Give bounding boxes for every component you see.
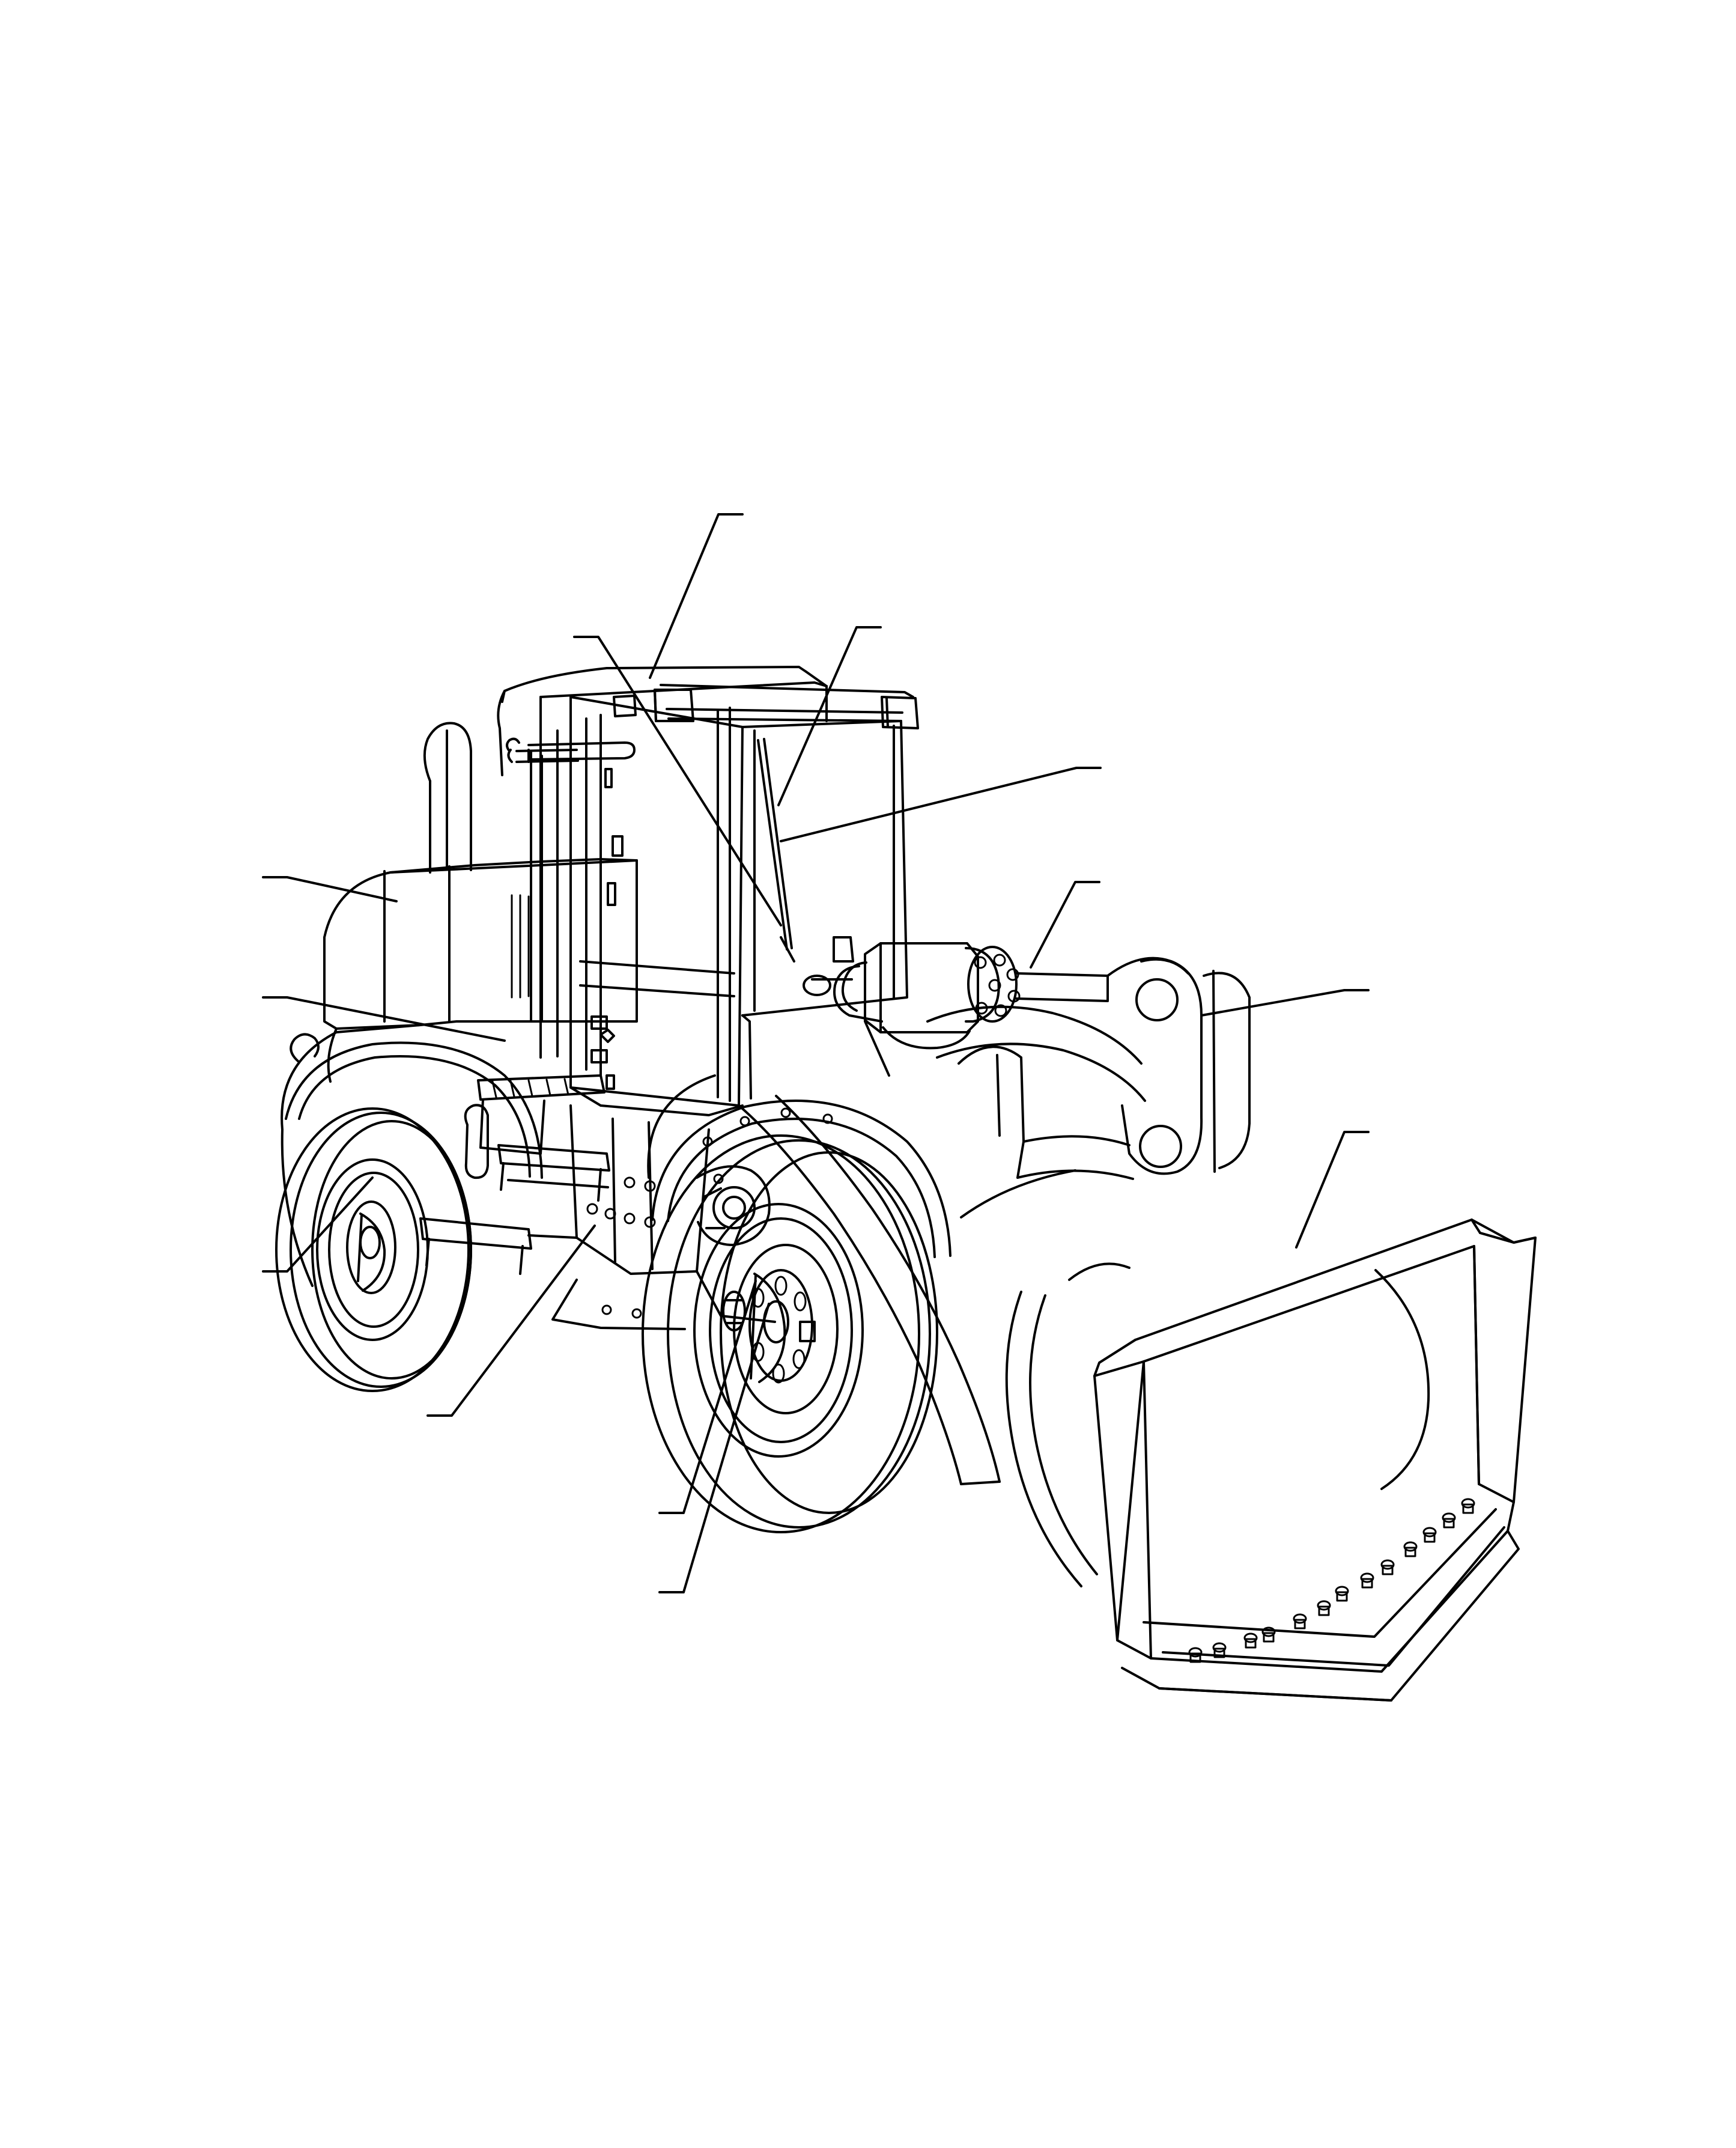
front-wheel-assembly — [642, 1074, 951, 1533]
bucket — [1005, 1219, 1537, 1702]
access-ladder — [419, 1074, 610, 1275]
operator-cab — [497, 666, 919, 1116]
hydraulic-cylinder — [803, 936, 1109, 1077]
lift-arm-boom — [738, 957, 1251, 1485]
rear-wheel-assembly — [275, 1024, 543, 1392]
leader-lines — [262, 513, 1370, 1593]
